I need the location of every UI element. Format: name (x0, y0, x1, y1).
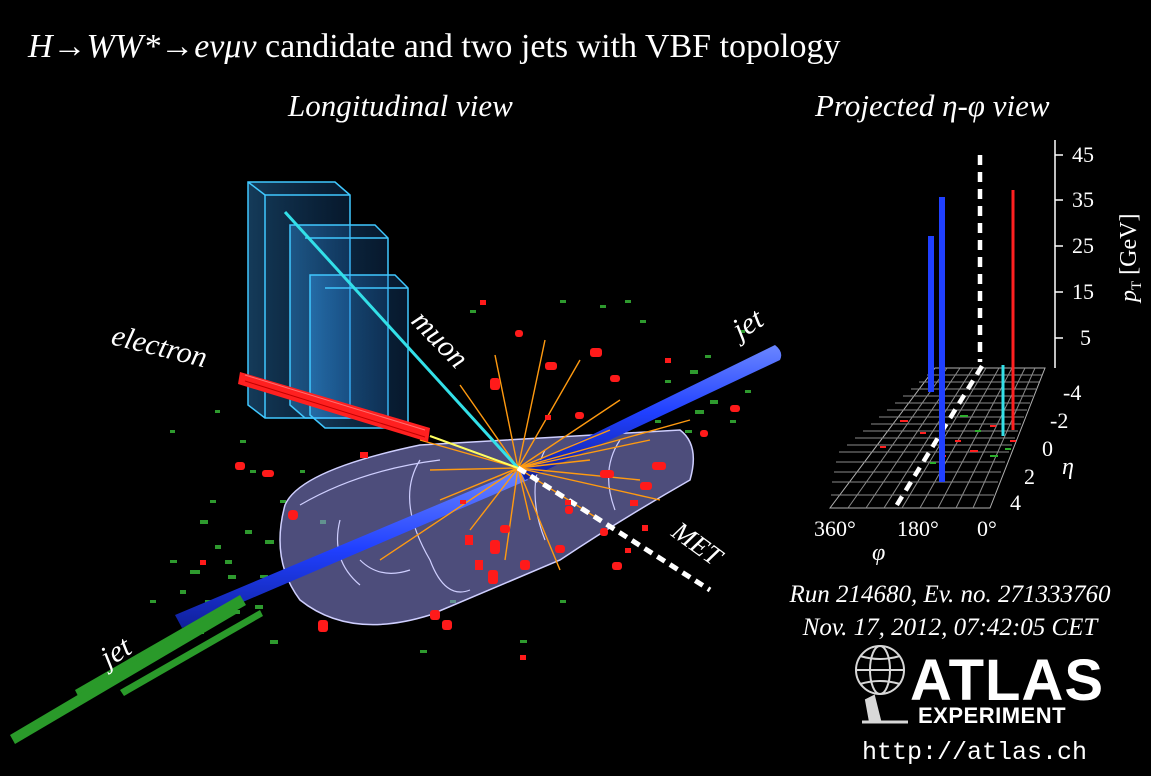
electron-label: electron (108, 319, 210, 375)
met-label: MET (666, 515, 730, 573)
eta-tick-m4: -4 (1063, 380, 1081, 405)
run-info: Run 214680, Ev. no. 271333760 Nov. 17, 2… (760, 578, 1140, 644)
eta-tick-4: 4 (1010, 490, 1021, 515)
run-number: Run 214680, Ev. no. 271333760 (789, 581, 1111, 608)
pt-tick-5: 5 (1080, 325, 1091, 350)
calorimeter-towers (247, 181, 409, 429)
jet-lower-blue (175, 470, 528, 628)
pt-axis-ticks (1055, 154, 1063, 339)
jet-upper-label: jet (723, 302, 770, 348)
calorimeter-hits-red (200, 300, 740, 660)
pt-tick-45: 45 (1072, 142, 1094, 167)
atlas-logo-word: ATLAS (910, 648, 1105, 713)
eta-axis-label: η (1062, 454, 1074, 480)
met-line (516, 465, 712, 593)
met-projection (893, 364, 984, 510)
phi-tick-0: 0° (977, 516, 997, 541)
pt-axis-label: pT [GeV] (1116, 214, 1145, 304)
title-formula: H→WW*→eνμν (28, 28, 257, 65)
eta-tick-0: 0 (1042, 436, 1053, 461)
phi-tick-180: 180° (897, 516, 939, 541)
phi-tick-360: 360° (814, 516, 856, 541)
title-text: candidate and two jets with VBF topology (256, 28, 841, 65)
calorimeter-hits-green-right (470, 300, 751, 433)
run-datetime: Nov. 17, 2012, 07:42:05 CET (802, 614, 1098, 641)
longitudinal-view-label: Longitudinal view (288, 88, 513, 123)
muon-label: muon (405, 304, 475, 375)
eta-phi-plot: 45 35 25 15 5 pT [GeV] -4 -2 0 2 4 η 360… (814, 140, 1145, 566)
muon-track (283, 210, 520, 470)
atlas-url: http://atlas.ch (862, 738, 1088, 767)
electron-shower (238, 372, 519, 469)
jet-upper-blue (520, 345, 782, 480)
phi-axis-label: φ (872, 540, 885, 566)
atlas-logo-subtitle: EXPERIMENT (918, 703, 1067, 728)
pt-tick-15: 15 (1072, 279, 1094, 304)
eta-tick-m2: -2 (1050, 408, 1068, 433)
event-title: H→WW*→eνμν candidate and two jets with V… (28, 28, 840, 66)
atlas-globe-logo (855, 645, 908, 724)
projected-view-label: Projected η-φ view (815, 88, 1050, 123)
pt-tick-25: 25 (1072, 233, 1094, 258)
jet-lower-green (10, 595, 263, 744)
pt-tick-35: 35 (1072, 187, 1094, 212)
eta-tick-2: 2 (1024, 464, 1035, 489)
